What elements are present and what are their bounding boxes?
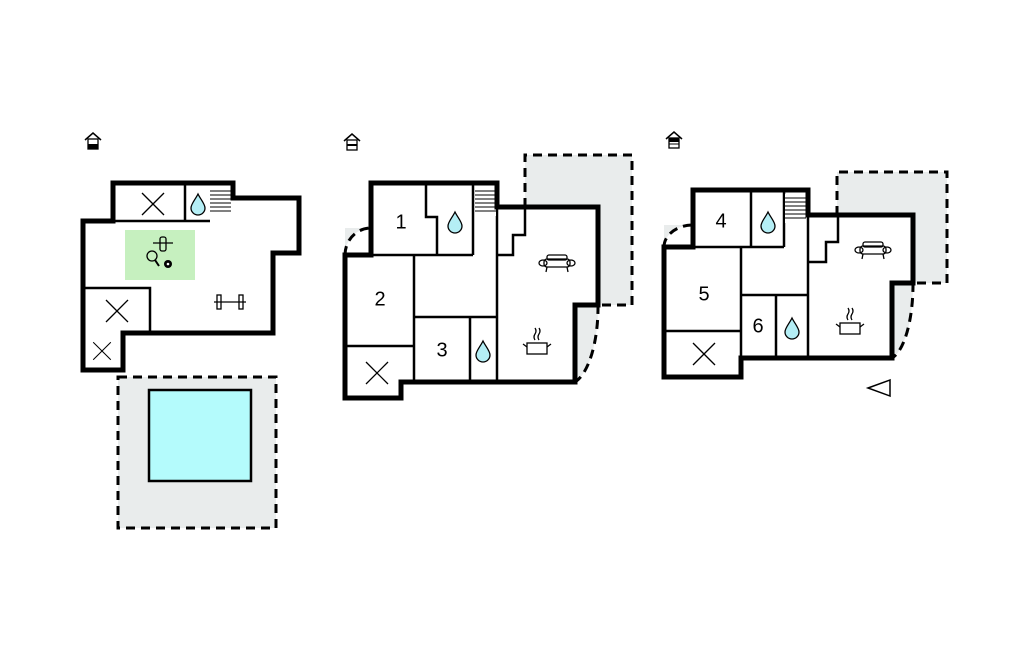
room-label: 5 [698, 283, 709, 305]
room-label: 4 [715, 210, 726, 232]
water-drop-icon [784, 317, 800, 340]
room-label: 3 [436, 339, 447, 361]
terrace [837, 172, 947, 283]
billiards-icon [164, 260, 172, 268]
floor-basement [80, 132, 302, 530]
stairs-icon [474, 186, 497, 217]
water-drop-icon [760, 211, 776, 234]
cooking-pot-icon [835, 307, 865, 335]
water-drop-icon [447, 211, 463, 234]
storage-x-icon [692, 342, 716, 366]
room-label: 2 [374, 288, 385, 310]
house-level-middle-icon [343, 133, 361, 151]
storage-x-icon [141, 192, 165, 216]
house-level-top-icon [665, 131, 683, 149]
stairs-icon [209, 186, 232, 217]
floor-ground: 1 2 3 [342, 133, 634, 401]
foosball-icon [153, 236, 173, 252]
house-level-bottom-icon [84, 132, 102, 150]
storage-x-icon [365, 361, 389, 385]
stairs-icon [784, 193, 807, 224]
room-label: 1 [395, 211, 406, 233]
exterior-wall [342, 180, 601, 401]
terrace [525, 155, 632, 305]
pool-icon [147, 388, 253, 483]
sofa-icon [854, 241, 892, 260]
exterior-wall [661, 187, 916, 380]
north-arrow-icon [865, 378, 891, 398]
room-label: 6 [752, 315, 763, 337]
dumbbell-icon [214, 294, 246, 310]
water-drop-icon [190, 193, 206, 216]
storage-x-icon [92, 341, 112, 361]
storage-x-icon [105, 299, 129, 323]
water-drop-icon [475, 340, 491, 363]
table-tennis-icon [146, 250, 160, 267]
exterior-wall [80, 180, 302, 373]
sofa-icon [538, 254, 576, 273]
floor-upper: 4 5 6 [661, 131, 949, 398]
cooking-pot-icon [522, 327, 552, 355]
